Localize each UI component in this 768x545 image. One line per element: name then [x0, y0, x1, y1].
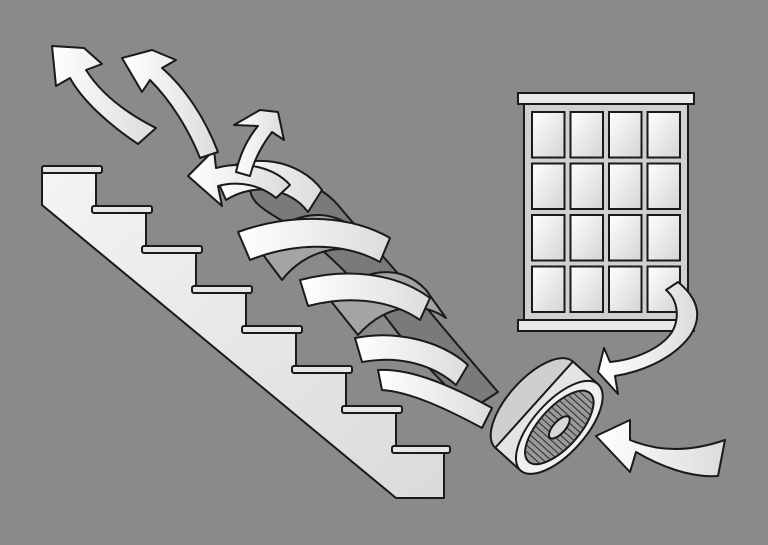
fan-fin — [572, 392, 593, 411]
window-pane — [569, 214, 604, 262]
window-pane — [569, 111, 604, 159]
window-pane — [531, 111, 566, 159]
window-pane — [569, 265, 604, 313]
window-pane — [608, 162, 643, 210]
outflow-arrow-icon — [121, 49, 219, 159]
outflow-arrows — [51, 45, 291, 207]
stair-treads — [41, 165, 451, 454]
fan-fin — [558, 400, 587, 425]
window-pane — [646, 111, 681, 159]
window-pane — [531, 162, 566, 210]
window-pane — [608, 214, 643, 262]
window-pane — [646, 162, 681, 210]
staircase — [41, 165, 451, 499]
airflow-ribbon-front — [377, 368, 493, 429]
airflow-ribbon-front — [354, 334, 469, 386]
outflow-arrow-icon — [233, 109, 285, 177]
window — [517, 92, 695, 332]
fan-fin — [529, 434, 556, 458]
fan-fin — [524, 450, 541, 465]
inflow-arrow-icon — [595, 419, 726, 478]
airflow-ribbon-front — [299, 272, 431, 321]
window-sill — [517, 319, 695, 332]
window-pane — [646, 214, 681, 262]
fan-fin — [567, 394, 591, 416]
window-cornice — [517, 92, 695, 105]
window-pane — [531, 214, 566, 262]
window-pane — [531, 265, 566, 313]
window-pane — [569, 162, 604, 210]
outflow-arrow-icon — [51, 45, 157, 145]
air-circulator-fan — [489, 357, 604, 475]
window-panes — [531, 111, 681, 313]
fan-fin — [532, 429, 560, 455]
fan-fin — [534, 425, 564, 452]
window-pane — [608, 111, 643, 159]
inflow-arrows — [595, 281, 726, 478]
fan-fin — [527, 439, 551, 461]
window-pane — [608, 265, 643, 313]
fan-hub-icon — [547, 415, 571, 440]
airflow-ribbon-front — [237, 217, 391, 263]
fan-fin — [525, 444, 546, 463]
inflow-arrow-icon — [597, 281, 699, 395]
outflow-arrow-icon — [187, 149, 291, 207]
fan-fin — [563, 397, 589, 421]
fan-fin — [578, 390, 594, 405]
